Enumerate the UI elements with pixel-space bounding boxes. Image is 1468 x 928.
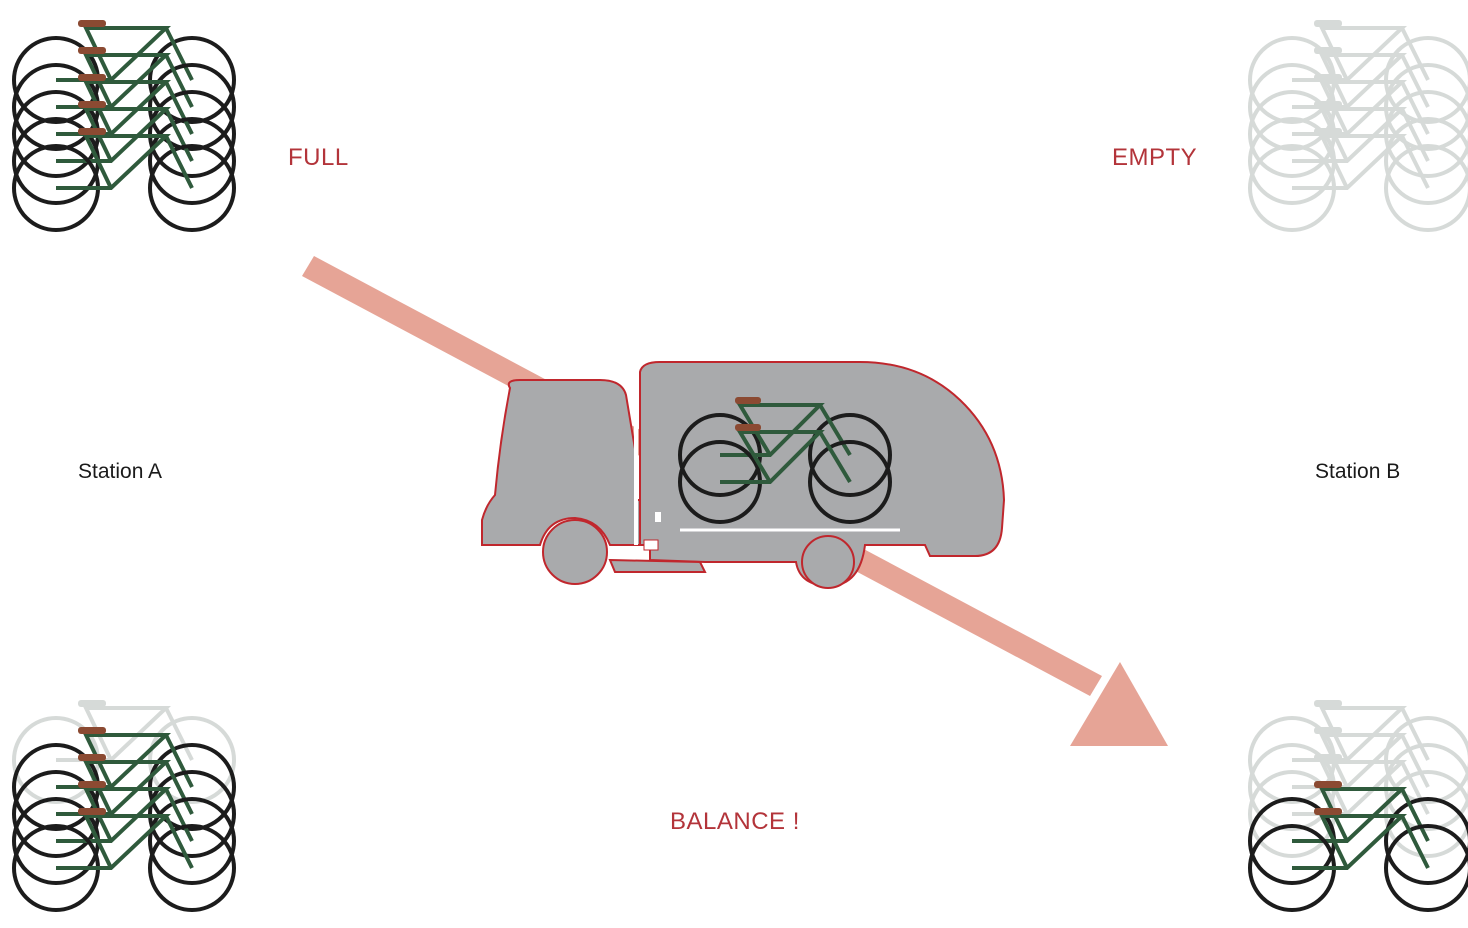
- bicycle-icon: [12, 74, 236, 178]
- bicycle-icon: [1248, 128, 1468, 232]
- station-b-after-bikes: [1248, 700, 1468, 912]
- bicycle-icon: [12, 808, 236, 912]
- bicycle-icon: [12, 700, 236, 804]
- bicycle-icon: [12, 47, 236, 151]
- bicycle-icon: [1248, 74, 1468, 178]
- station-b-before-bikes: [1248, 20, 1468, 232]
- station-a-label: Station A: [78, 460, 163, 483]
- bicycle-icon: [1248, 808, 1468, 912]
- bicycle-icon: [12, 781, 236, 885]
- bicycle-icon: [12, 101, 236, 205]
- empty-label: EMPTY: [1112, 144, 1198, 171]
- bicycle-icon: [1248, 700, 1468, 804]
- bicycle-icon: [12, 754, 236, 858]
- bicycle-icon: [1248, 20, 1468, 124]
- bicycle-icon: [12, 20, 236, 124]
- full-label: FULL: [288, 144, 349, 171]
- bicycle-icon: [12, 727, 236, 831]
- truck-bike-1: [678, 397, 892, 497]
- bicycle-icon: [1248, 754, 1468, 858]
- bicycle-icon: [1248, 47, 1468, 151]
- station-b-label: Station B: [1315, 460, 1401, 483]
- station-a-after-bikes: [12, 700, 236, 912]
- balance-label: BALANCE !: [670, 808, 800, 835]
- station-a-before-bikes: [12, 20, 236, 232]
- bicycle-icon: [1248, 727, 1468, 831]
- truck-bike-2: [678, 424, 892, 524]
- bicycle-icon: [1248, 101, 1468, 205]
- bicycle-icon: [12, 128, 236, 232]
- bike-transport-truck-icon: [481, 361, 1006, 589]
- bicycle-icon: [1248, 781, 1468, 885]
